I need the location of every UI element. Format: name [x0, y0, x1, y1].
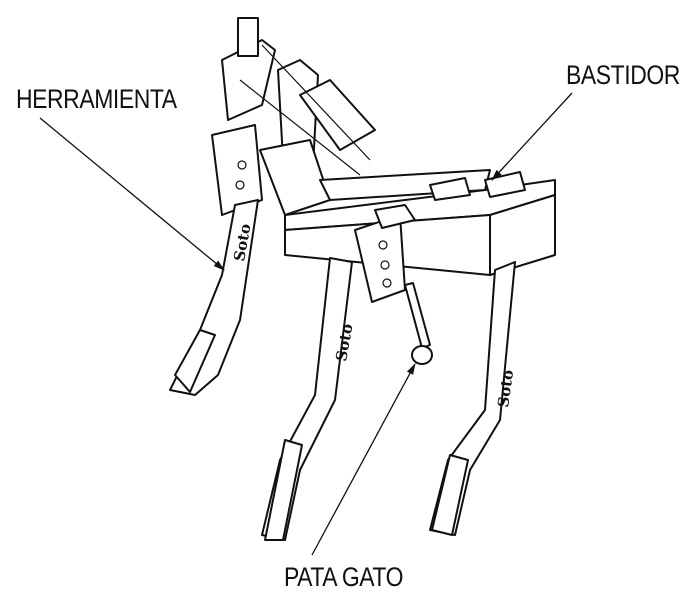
frame-beam [259, 139, 556, 276]
label-herramienta: HERRAMIENTA [16, 84, 177, 114]
brand-logo-right: Soto [494, 369, 517, 409]
pata-gato-arrow [311, 362, 416, 556]
subsoiler-legs: Soto Soto Soto [169, 199, 517, 541]
label-pata-gato: PATA GATO [284, 562, 404, 592]
leg-clamps [211, 124, 526, 303]
label-bastidor: BASTIDOR [566, 60, 680, 90]
bastidor-arrow [491, 92, 573, 181]
herramienta-arrow [39, 117, 225, 271]
gauge-leg [404, 282, 433, 365]
